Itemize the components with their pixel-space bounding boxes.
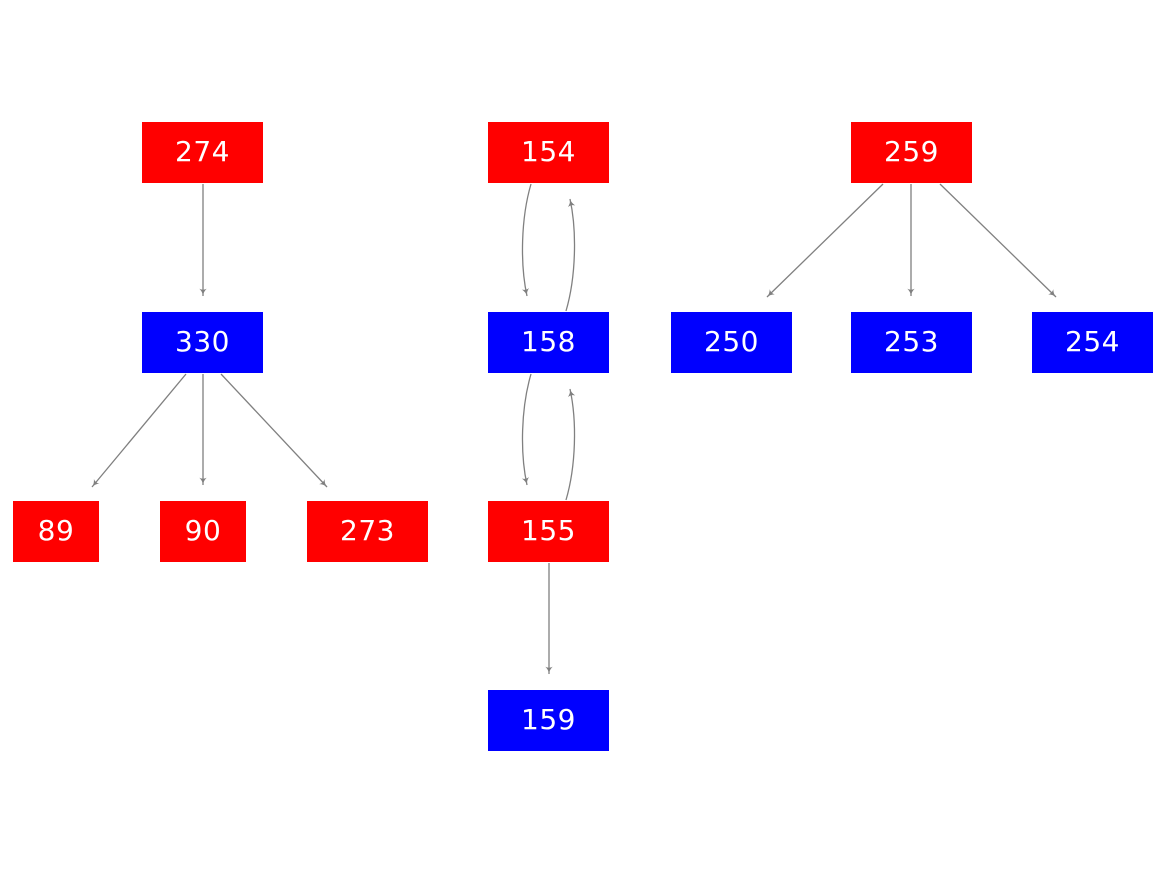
graph-node-250[interactable]: 250 xyxy=(671,312,792,373)
graph-node-label: 158 xyxy=(521,324,576,358)
graph-node-label: 274 xyxy=(175,134,230,168)
graph-node-330[interactable]: 330 xyxy=(142,312,263,373)
graph-node-label: 273 xyxy=(340,513,395,547)
graph-node-89[interactable]: 89 xyxy=(13,501,99,562)
graph-node-label: 253 xyxy=(884,324,939,358)
graph-edge xyxy=(565,198,576,312)
graph-node-label: 254 xyxy=(1065,324,1120,358)
graph-edge xyxy=(521,183,532,297)
graph-node-273[interactable]: 273 xyxy=(307,501,428,562)
graph-node-label: 154 xyxy=(521,134,576,168)
graph-node-253[interactable]: 253 xyxy=(851,312,972,373)
graph-edge xyxy=(91,373,187,488)
graph-node-159[interactable]: 159 xyxy=(488,690,609,751)
graph-node-90[interactable]: 90 xyxy=(160,501,246,562)
graph-node-label: 250 xyxy=(704,324,759,358)
graph-node-label: 259 xyxy=(884,134,939,168)
graph-edge xyxy=(220,373,328,488)
graph-node-label: 89 xyxy=(37,513,75,547)
graph-node-155[interactable]: 155 xyxy=(488,501,609,562)
graph-node-154[interactable]: 154 xyxy=(488,122,609,183)
graph-node-259[interactable]: 259 xyxy=(851,122,972,183)
graph-node-158[interactable]: 158 xyxy=(488,312,609,373)
graph-node-label: 330 xyxy=(175,324,230,358)
graph-node-254[interactable]: 254 xyxy=(1032,312,1153,373)
graph-node-label: 90 xyxy=(184,513,222,547)
graph-node-274[interactable]: 274 xyxy=(142,122,263,183)
graph-edge xyxy=(766,183,884,298)
graph-edge xyxy=(565,388,576,501)
graph-node-label: 155 xyxy=(521,513,576,547)
graph-node-label: 159 xyxy=(521,702,576,736)
edges-group xyxy=(91,183,1057,675)
graph-edge xyxy=(939,183,1057,298)
graph-edge xyxy=(521,373,532,486)
